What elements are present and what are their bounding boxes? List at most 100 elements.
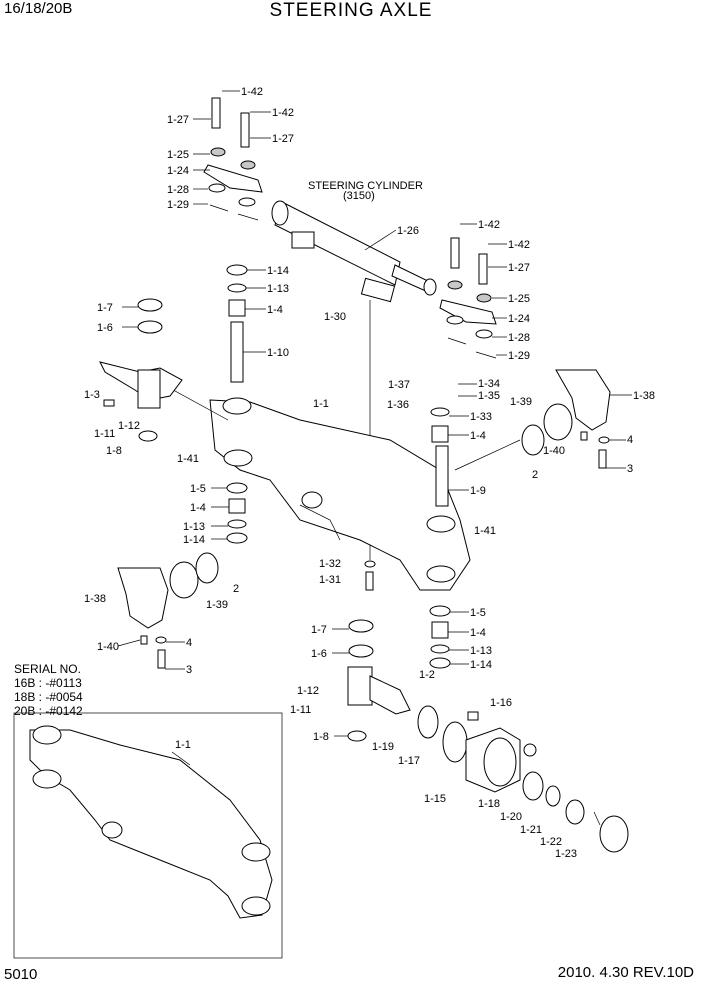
cylinder-value: (3150) (343, 190, 375, 202)
callout-1-10: 1-10 (267, 347, 289, 359)
upper-pin-stack-left (203, 97, 263, 221)
callout-2: 2 (532, 469, 538, 481)
callout-1-14: 1-14 (470, 659, 492, 671)
callout-1-8: 1-8 (313, 731, 329, 743)
callout-1-28: 1-28 (167, 184, 189, 196)
callout-1-42: 1-42 (478, 219, 500, 231)
serial-heading: SERIAL NO. (14, 662, 81, 676)
callout-1-24: 1-24 (167, 165, 189, 177)
callout-1-1: 1-1 (313, 398, 329, 410)
callout-1-15: 1-15 (424, 793, 446, 805)
callout-1-39: 1-39 (510, 396, 532, 408)
callout-1-1-inset: 1-1 (175, 739, 191, 751)
callout-1-24: 1-24 (508, 313, 530, 325)
callout-1-12: 1-12 (297, 685, 319, 697)
callout-1-40: 1-40 (97, 641, 119, 653)
callout-1-35: 1-35 (478, 390, 500, 402)
callout-1-7: 1-7 (311, 624, 327, 636)
callout-1-4: 1-4 (267, 304, 283, 316)
callout-1-14: 1-14 (183, 534, 205, 546)
cylinder-name: STEERING CYLINDER (308, 180, 423, 192)
callout-1-33: 1-33 (470, 411, 492, 423)
inset-frame (13, 712, 283, 959)
callout-1-27: 1-27 (272, 133, 294, 145)
callout-1-31: 1-31 (319, 574, 341, 586)
callout-1-4: 1-4 (470, 430, 486, 442)
callout-1-20: 1-20 (500, 811, 522, 823)
callout-1-40: 1-40 (543, 445, 565, 457)
callout-1-13: 1-13 (183, 521, 205, 533)
callout-1-4: 1-4 (470, 627, 486, 639)
right-knuckle (347, 619, 411, 742)
serial-line-16b: 16B : -#0113 (14, 676, 82, 690)
inset-axle-beam (29, 725, 273, 919)
callout-1-29: 1-29 (167, 199, 189, 211)
callout-1-28: 1-28 (508, 332, 530, 344)
callout-1-5: 1-5 (190, 483, 206, 495)
callout-3: 3 (627, 463, 633, 475)
page-title: STEERING AXLE (269, 0, 433, 21)
callout-1-18: 1-18 (478, 798, 500, 810)
callout-1-23: 1-23 (555, 848, 577, 860)
callout-1-17: 1-17 (398, 755, 420, 767)
upper-pin-stack-right (439, 237, 497, 359)
left-bracket (117, 552, 219, 669)
callout-1-41: 1-41 (474, 525, 496, 537)
callout-1-5: 1-5 (470, 607, 486, 619)
callout-4: 4 (186, 637, 192, 649)
callout-1-12: 1-12 (118, 420, 140, 432)
callout-1-4: 1-4 (190, 502, 206, 514)
callout-1-8: 1-8 (106, 445, 122, 457)
callout-1-38: 1-38 (84, 593, 106, 605)
callout-1-42: 1-42 (508, 239, 530, 251)
callout-1-14: 1-14 (267, 265, 289, 277)
axle-beam-drawing (154, 379, 521, 591)
callout-1-42: 1-42 (241, 86, 263, 98)
callout-1-26: 1-26 (397, 225, 419, 237)
callout-1-22: 1-22 (540, 836, 562, 848)
callout-1-25: 1-25 (508, 293, 530, 305)
callout-1-6: 1-6 (97, 322, 113, 334)
page-number: 5010 (4, 966, 38, 983)
callout-1-11: 1-11 (290, 704, 311, 716)
callout-1-29: 1-29 (508, 350, 530, 362)
serial-line-20b: 20B : -#0142 (14, 704, 83, 718)
callout-3: 3 (186, 664, 192, 676)
serial-line-18b: 18B : -#0054 (14, 690, 83, 704)
callout-1-21: 1-21 (520, 824, 542, 836)
callout-1-30: 1-30 (324, 311, 346, 323)
model-code: 16/18/20B (4, 0, 73, 17)
callout-1-39: 1-39 (206, 599, 228, 611)
leader-lines (117, 90, 632, 766)
callout-1-3: 1-3 (84, 389, 100, 401)
callout-1-2: 1-2 (419, 669, 435, 681)
upper-left-kingpin-stack (226, 264, 248, 383)
callout-1-19: 1-19 (372, 741, 394, 753)
callout-1-9: 1-9 (470, 485, 486, 497)
left-knuckle (99, 298, 183, 442)
callout-1-32: 1-32 (319, 558, 341, 570)
callout-1-16: 1-16 (490, 697, 512, 709)
callout-1-13: 1-13 (470, 645, 492, 657)
serial-number-block: SERIAL NO. 16B : -#0113 18B : -#0054 20B… (14, 662, 83, 718)
callout-1-37: 1-37 (388, 379, 410, 391)
callout-1-42: 1-42 (272, 107, 294, 119)
right-bracket (521, 369, 611, 469)
hub-assembly (417, 705, 629, 853)
callout-1-7: 1-7 (97, 302, 113, 314)
part-callouts: 1-42 1-42 1-27 1-27 1-25 1-24 1-28 1-29 … (84, 86, 655, 860)
callout-1-27: 1-27 (167, 114, 189, 126)
callout-1-38: 1-38 (633, 390, 655, 402)
callout-1-13: 1-13 (267, 283, 289, 295)
lower-right-kingpin-stack (364, 560, 451, 669)
callout-1-27: 1-27 (508, 262, 530, 274)
callout-1-11: 1-11 (94, 428, 115, 440)
callout-4: 4 (627, 434, 633, 446)
callout-2: 2 (233, 583, 239, 595)
callout-1-6: 1-6 (311, 648, 327, 660)
callout-1-25: 1-25 (167, 149, 189, 161)
callout-1-36: 1-36 (387, 399, 409, 411)
revision-date: 2010. 4.30 REV.10D (557, 964, 694, 981)
lower-left-kingpin-stack (226, 482, 248, 544)
